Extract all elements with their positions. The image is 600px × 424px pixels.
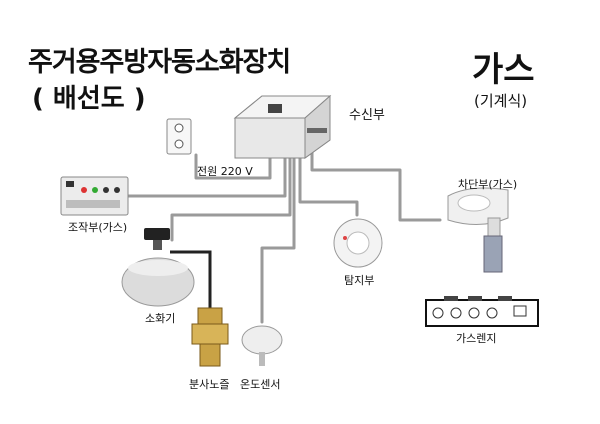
receiver-label: 수신부 (349, 108, 385, 123)
power-outlet-icon (166, 118, 192, 155)
extinguisher-label: 소화기 (145, 312, 176, 325)
type-badge-title: 가스 (472, 50, 535, 90)
power-label: 전원 220 V (197, 165, 253, 178)
wires (126, 146, 442, 324)
detector-icon (333, 218, 383, 268)
temp-sensor-icon (241, 325, 283, 366)
type-badge-subtitle: (기계식) (474, 92, 528, 110)
shutoff-icon (447, 187, 509, 273)
wire-extinguisher (170, 156, 292, 242)
page-title: 주거용주방자동소화장치 (28, 47, 291, 78)
page-subtitle: ( 배선도 ) (32, 84, 146, 114)
extinguisher-icon (121, 228, 195, 307)
receiver-unit-icon (233, 94, 332, 159)
wire-control-panel (126, 156, 287, 198)
wire-detector (298, 156, 359, 217)
wire-temp-sensor (260, 156, 296, 324)
gas-range-label: 가스렌지 (456, 332, 497, 345)
control-panel-label: 조작부(가스) (68, 221, 128, 234)
wire-nozzle (170, 250, 212, 308)
detector-label: 탐지부 (344, 274, 375, 287)
wire-power (194, 146, 272, 180)
temp-sensor-label: 온도센서 (240, 378, 281, 391)
gas-range-icon (425, 296, 539, 327)
wire-shutoff (310, 148, 442, 222)
control-panel-icon (60, 176, 129, 216)
nozzle-label: 분사노즐 (189, 378, 230, 391)
nozzle-icon (191, 307, 229, 367)
shutoff-label: 차단부(가스) (458, 178, 518, 191)
